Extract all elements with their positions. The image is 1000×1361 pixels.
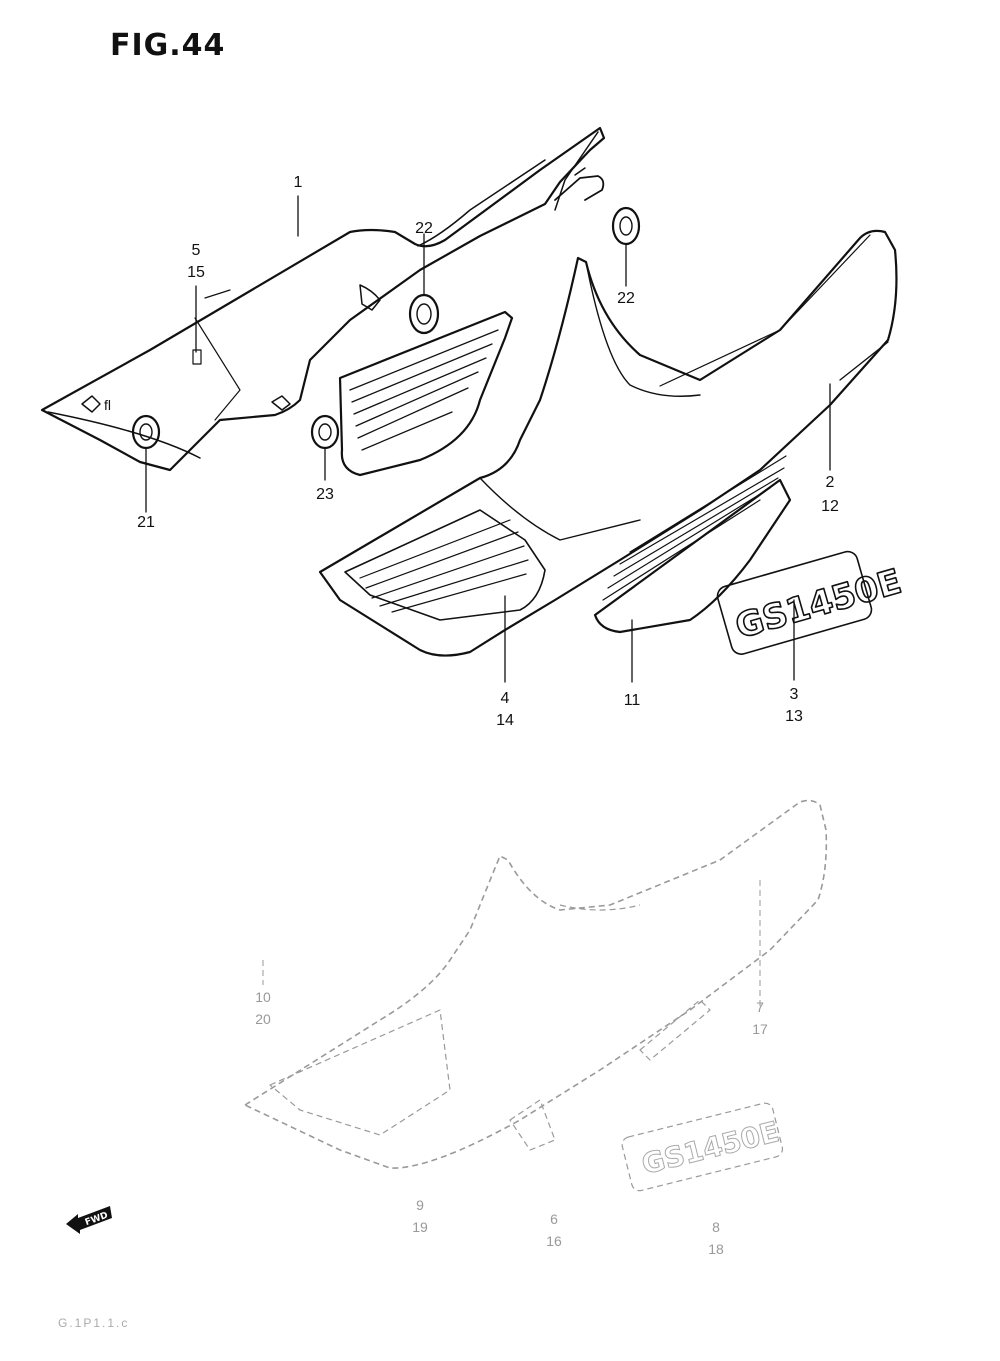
grommet-part-22-left <box>408 293 440 335</box>
fwd-arrow-badge: FWD <box>66 1206 112 1234</box>
figure-title: FIG.44 <box>110 28 226 63</box>
callout-12: 12 <box>821 498 839 515</box>
callout-13: 13 <box>785 708 803 725</box>
side-cover-variant-faint <box>244 799 828 1192</box>
callout-10: 10 <box>255 989 271 1005</box>
callout-16: 16 <box>546 1233 562 1249</box>
grommet-part-23 <box>310 414 340 450</box>
callout-3: 3 <box>789 686 799 703</box>
emblem-part-3: GS1450E <box>716 550 907 655</box>
side-cover-part-2 <box>318 229 898 657</box>
page-footer-code: G.1P1.1.c <box>58 1316 130 1330</box>
callout-22-right: 22 <box>617 290 635 307</box>
emblem-lettering-faint: GS1450E <box>638 1115 782 1181</box>
grommet-part-22-right <box>611 206 641 246</box>
callout-14: 14 <box>496 712 514 729</box>
callout-5: 5 <box>191 242 201 259</box>
callout-15: 15 <box>187 264 205 281</box>
callout-6: 6 <box>550 1211 558 1227</box>
callout-20: 20 <box>255 1011 271 1027</box>
grille-left-cover <box>338 310 514 477</box>
grommet-part-21 <box>131 414 161 450</box>
callout-11: 11 <box>623 692 641 709</box>
frame-cover-part-1: fl <box>40 126 606 472</box>
fwd-label: FWD <box>84 1211 110 1228</box>
callout-21: 21 <box>137 514 155 531</box>
callout-23: 23 <box>316 486 334 503</box>
callout-4: 4 <box>500 690 510 707</box>
callout-7: 7 <box>756 999 764 1015</box>
callout-9: 9 <box>416 1197 424 1213</box>
callout-18: 18 <box>708 1241 724 1257</box>
callout-22-left: 22 <box>415 220 433 237</box>
callout-17: 17 <box>752 1021 768 1037</box>
leader-lines-upper <box>145 195 831 683</box>
callout-8: 8 <box>712 1219 720 1235</box>
emblem-lettering: GS1450E <box>731 562 906 647</box>
svg-text:fl: fl <box>104 397 111 413</box>
callout-1: 1 <box>293 174 303 191</box>
callout-19: 19 <box>412 1219 428 1235</box>
callout-2: 2 <box>825 474 835 491</box>
